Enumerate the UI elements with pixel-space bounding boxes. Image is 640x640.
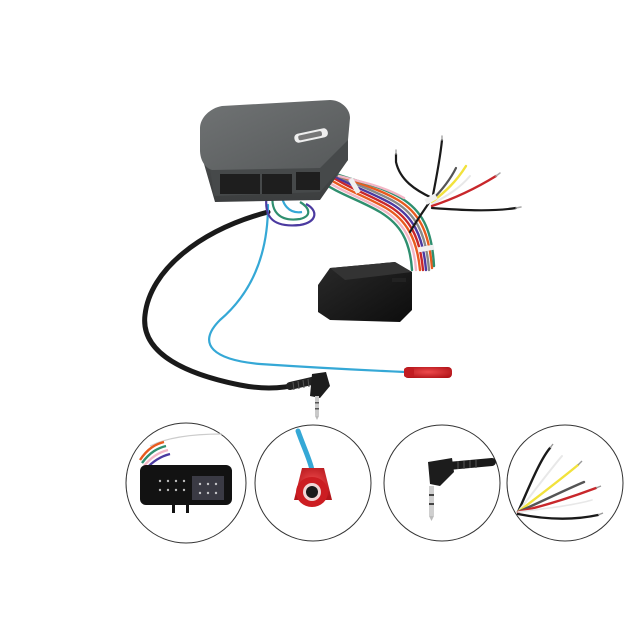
detail-circle-wires	[506, 424, 624, 542]
connector-pins	[158, 479, 218, 495]
blue-wire	[208, 203, 452, 378]
wire-harness	[313, 170, 436, 272]
detail-circle-connector	[125, 422, 247, 544]
jack-cable	[142, 209, 330, 420]
harness-connector	[318, 262, 412, 322]
control-module	[200, 100, 350, 202]
detail-circle-terminal	[254, 424, 372, 542]
detail-circle-jack	[383, 424, 501, 542]
loose-wires	[394, 135, 522, 234]
